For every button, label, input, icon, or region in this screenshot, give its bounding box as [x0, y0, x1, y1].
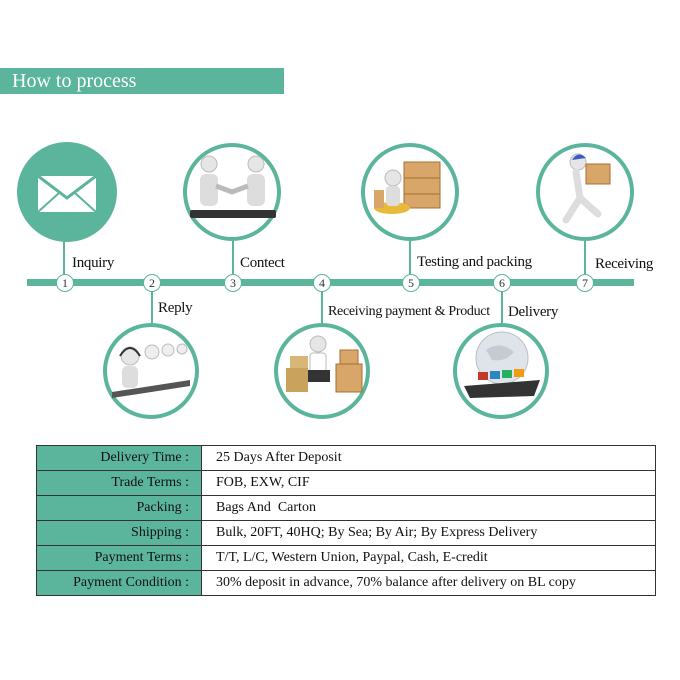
table-row: Shipping : Bulk, 20FT, 40HQ; By Sea; By … [36, 520, 656, 546]
step-label-contect: Contect [240, 255, 285, 271]
row-key-trade-terms: Trade Terms : [36, 470, 202, 496]
step-label-testing-packing: Testing and packing [417, 254, 532, 270]
step-label-reply: Reply [158, 300, 193, 316]
process-timeline: 1 2 3 4 5 6 7 Inquiry Reply Contect Rece… [17, 142, 654, 419]
step-label-receiving: Receiving [595, 256, 654, 272]
globe-ship-icon [453, 323, 549, 419]
row-value-shipping: Bulk, 20FT, 40HQ; By Sea; By Air; By Exp… [201, 520, 656, 546]
call-center-icon [103, 323, 199, 419]
timeline-graphics [17, 142, 634, 419]
row-key-packing: Packing : [36, 495, 202, 521]
envelope-icon [17, 142, 117, 242]
step-number-1: 1 [56, 274, 74, 292]
row-key-delivery-time: Delivery Time : [36, 445, 202, 471]
table-row: Trade Terms : FOB, EXW, CIF [36, 470, 656, 496]
section-title: How to process [0, 68, 284, 94]
row-value-delivery-time: 25 Days After Deposit [201, 445, 656, 471]
row-value-payment-condition: 30% deposit in advance, 70% balance afte… [201, 570, 656, 596]
step-number-3: 3 [224, 274, 242, 292]
step-number-5: 5 [402, 274, 420, 292]
money-and-boxes-icon [274, 323, 370, 419]
courier-running-icon [536, 143, 634, 241]
row-value-trade-terms: FOB, EXW, CIF [201, 470, 656, 496]
table-row: Payment Terms : T/T, L/C, Western Union,… [36, 545, 656, 571]
step-number-2: 2 [143, 274, 161, 292]
handshake-icon [183, 143, 281, 241]
row-key-payment-terms: Payment Terms : [36, 545, 202, 571]
table-row: Delivery Time : 25 Days After Deposit [36, 445, 656, 471]
step-label-inquiry: Inquiry [72, 255, 115, 271]
step-number-4: 4 [313, 274, 331, 292]
row-value-packing: Bags And Carton [201, 495, 656, 521]
row-key-payment-condition: Payment Condition : [36, 570, 202, 596]
row-key-shipping: Shipping : [36, 520, 202, 546]
step-label-delivery: Delivery [508, 304, 559, 320]
table-row: Packing : Bags And Carton [36, 495, 656, 521]
step-number-7: 7 [576, 274, 594, 292]
step-number-6: 6 [493, 274, 511, 292]
table-row: Payment Condition : 30% deposit in advan… [36, 570, 656, 596]
warehouse-pallets-icon [361, 143, 459, 241]
terms-table: Delivery Time : 25 Days After Deposit Tr… [36, 445, 656, 596]
step-label-receiving-payment: Receiving payment & Product [328, 304, 490, 319]
row-value-payment-terms: T/T, L/C, Western Union, Paypal, Cash, E… [201, 545, 656, 571]
